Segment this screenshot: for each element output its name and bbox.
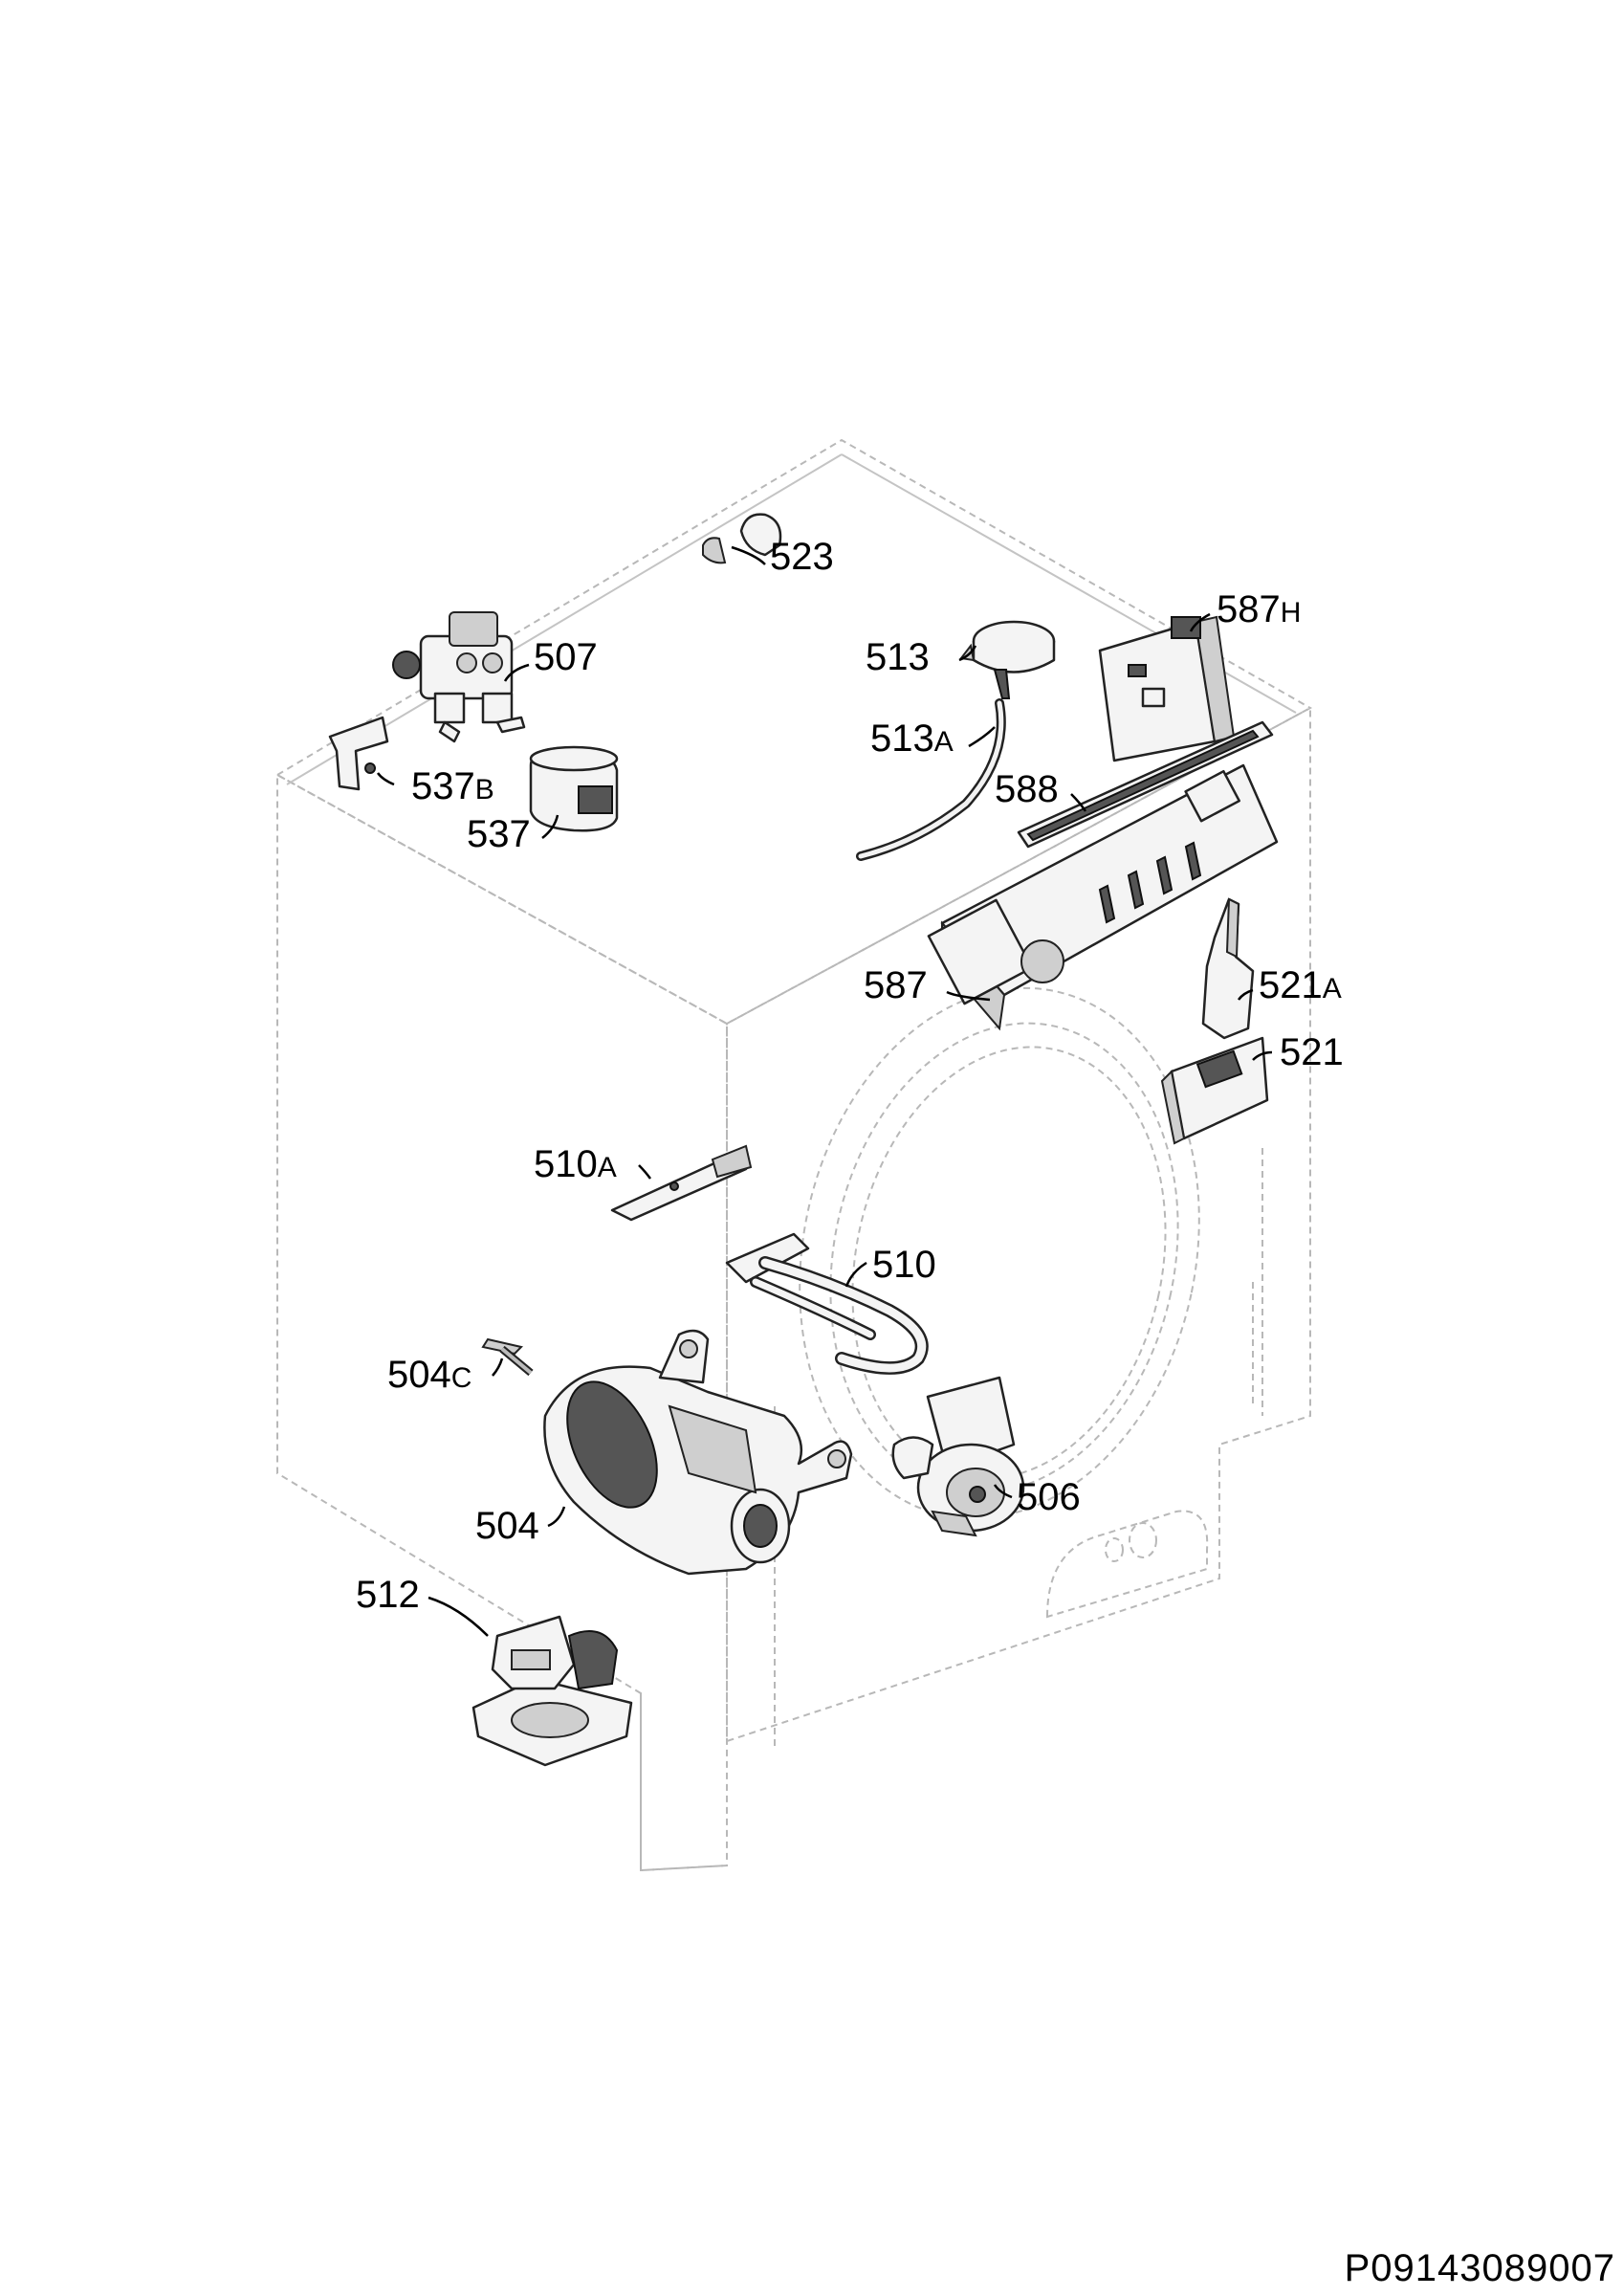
label-510A: 510A: [534, 1143, 617, 1185]
leader-lines: [376, 545, 1273, 1637]
part-507-valve: [392, 611, 526, 743]
part-588-bar: [1017, 720, 1274, 849]
part-510-heater: [725, 1232, 929, 1375]
part-587-main-board: [927, 763, 1279, 1031]
label-513A: 513A: [870, 718, 954, 760]
label-504: 504: [475, 1505, 539, 1547]
part-510A-bracket: [610, 1144, 753, 1222]
label-513: 513: [866, 636, 930, 678]
part-labels: 523 507 513 587H 513A 537B 588 537 587 5…: [356, 536, 1344, 1616]
part-523-clip: [702, 513, 782, 564]
part-521A-lever: [1201, 897, 1255, 1040]
label-504C: 504C: [387, 1354, 472, 1396]
label-507: 507: [534, 636, 598, 678]
label-537: 537: [467, 813, 531, 855]
label-512: 512: [356, 1574, 420, 1616]
label-521: 521: [1280, 1031, 1344, 1073]
part-587H-display-board: [1098, 615, 1236, 762]
part-537B-bracket: [328, 716, 389, 791]
part-512-filter-housing: [472, 1615, 633, 1767]
label-587: 587: [864, 964, 928, 1006]
part-504C-screw: [481, 1337, 534, 1377]
label-510: 510: [872, 1244, 936, 1286]
part-504-motor: [543, 1329, 853, 1576]
label-537B: 537B: [411, 765, 494, 807]
label-506: 506: [1017, 1476, 1081, 1518]
label-587H: 587H: [1217, 588, 1301, 630]
diagram-code: P09143089007: [1344, 2247, 1615, 2289]
label-521A: 521A: [1259, 964, 1342, 1006]
part-513-pressure-switch: [959, 620, 1056, 699]
label-523: 523: [770, 536, 834, 578]
part-506-pump: [891, 1376, 1025, 1537]
part-537-capacitor: [529, 745, 619, 832]
label-588: 588: [995, 768, 1059, 810]
part-521-door-lock: [1160, 1036, 1269, 1145]
